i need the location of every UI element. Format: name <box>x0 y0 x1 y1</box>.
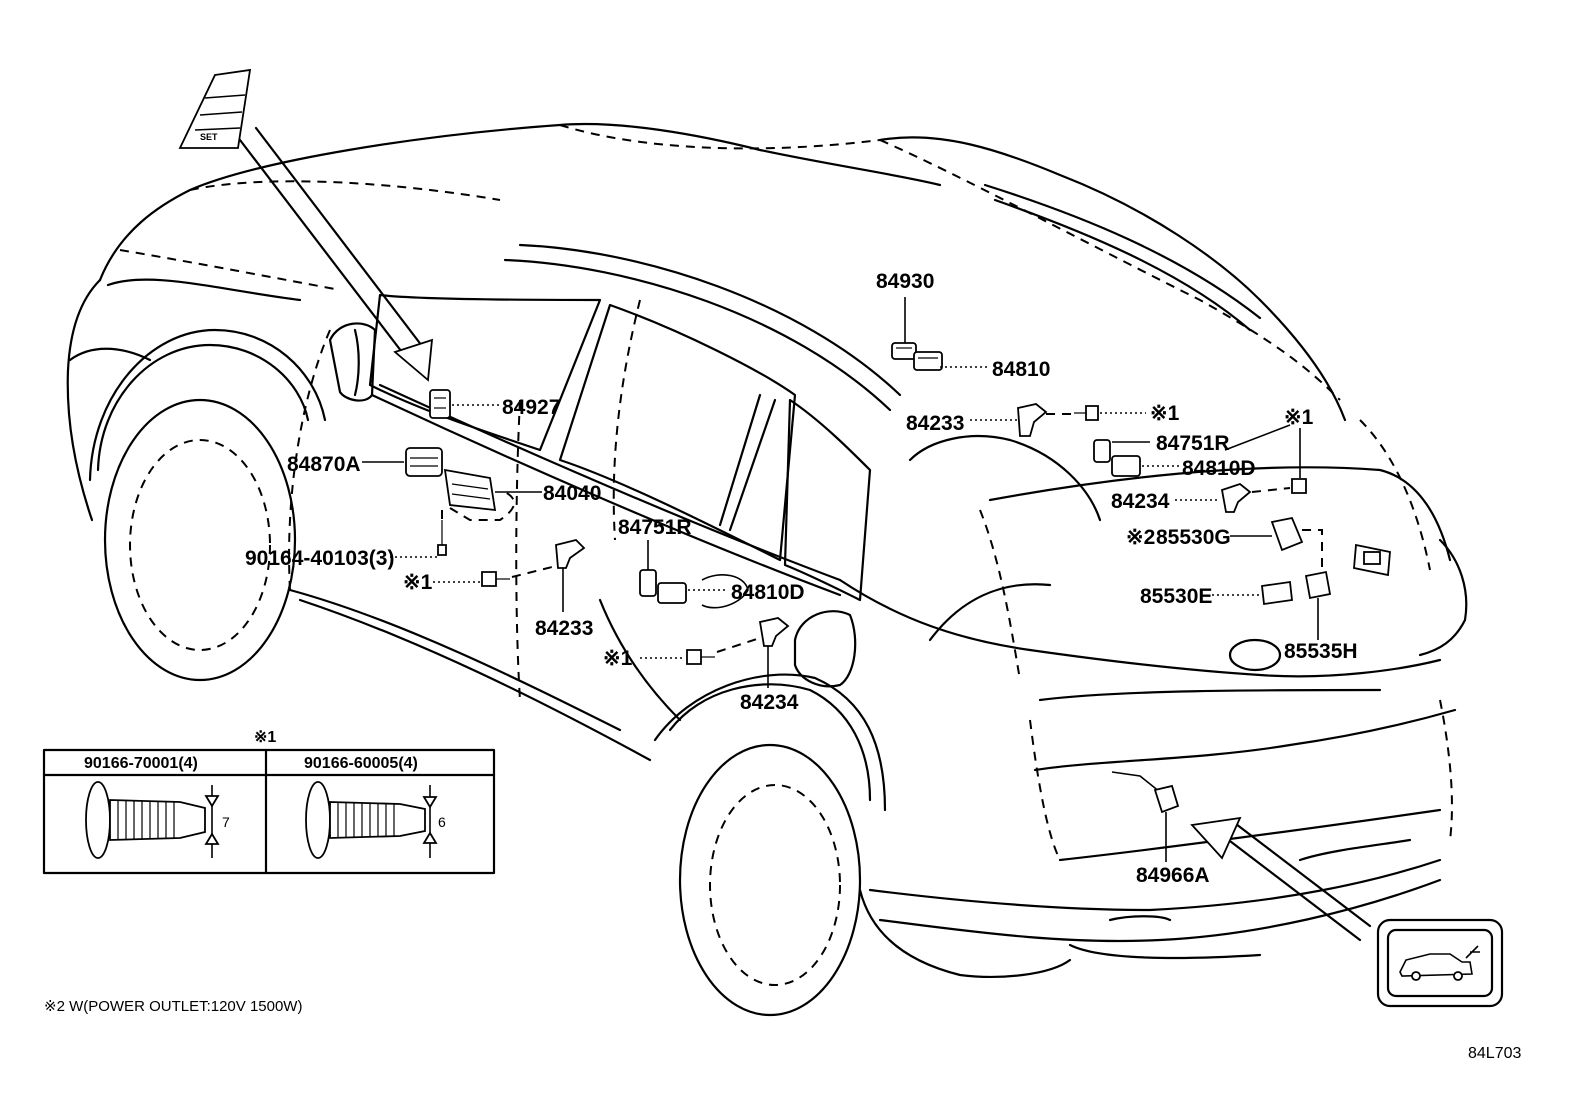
label-84870A: 84870A <box>287 453 361 476</box>
part-85530E-outlet-socket <box>1261 580 1293 606</box>
label-ref1-roof: ※1 <box>1150 402 1180 425</box>
label-ref1-front: ※1 <box>403 571 433 594</box>
bolt-90166-60005-drawing: 6 <box>305 781 446 859</box>
part-84233-roof <box>1017 403 1048 437</box>
part-bolt-rear <box>1291 478 1307 494</box>
vehicle-outline <box>66 122 1468 1017</box>
label-84930: 84930 <box>876 270 934 293</box>
part-84751R-rear-switch <box>1093 439 1111 463</box>
label-84810: 84810 <box>992 358 1050 381</box>
back-door-icon <box>1376 918 1504 1008</box>
footnote: ※2 W(POWER OUTLET:120V 1500W) <box>44 998 302 1015</box>
label-84966A: 84966A <box>1136 864 1210 887</box>
label-84810D-rear: 84810D <box>1182 457 1256 480</box>
part-84810D-rear-switch <box>1111 455 1141 477</box>
part-84810D-side-switch <box>657 574 749 609</box>
part-84751R-side-switch <box>639 569 657 597</box>
part-84966A-back-door-switch <box>1111 771 1180 814</box>
part-90164-screw <box>437 520 447 556</box>
pointer-arrow-front <box>238 126 434 382</box>
seat-memory-switch-icon: SET <box>178 68 252 149</box>
switch-set-label: SET <box>200 132 218 142</box>
part-85535H-outlet-cover <box>1304 570 1332 600</box>
inset-col1-header: 90166-70001(4) <box>84 755 198 772</box>
pointer-arrow-rear <box>1190 816 1372 942</box>
part-85530G-power-outlet <box>1270 516 1304 552</box>
label-85530E: 85530E <box>1140 585 1212 608</box>
label-84234-rear: 84234 <box>1111 490 1170 513</box>
inset-dim2: 6 <box>438 814 446 830</box>
bolt-90166-70001-drawing: 7 <box>85 781 230 859</box>
label-84234-side: 84234 <box>740 691 799 714</box>
part-84870A-switch <box>405 447 443 477</box>
label-84810D-side: 84810D <box>731 581 805 604</box>
outlet-bracket <box>1353 543 1391 577</box>
part-84927-switch <box>429 389 451 419</box>
bolt-spec-inset: ※1 90166-70001(4) 90166-60005(4) 7 6 <box>42 729 496 875</box>
label-90164: 90164-40103(3) <box>245 547 394 570</box>
diagram-id: 84L703 <box>1468 1045 1521 1062</box>
label-84233-side: 84233 <box>535 617 593 640</box>
inset-col2-header: 90166-60005(4) <box>304 755 418 772</box>
part-84810-switch <box>913 351 943 371</box>
part-84233-door-lock-striker-side <box>555 539 586 569</box>
part-84930-switch <box>891 342 917 360</box>
part-bolt-roof <box>1074 405 1099 421</box>
label-84233-roof: 84233 <box>906 412 964 435</box>
label-84751R-side: 84751R <box>618 516 692 539</box>
label-ref1-rear: ※1 <box>1284 406 1314 429</box>
inset-dim1: 7 <box>222 814 230 830</box>
part-84234-rear <box>1220 482 1252 513</box>
label-84927: 84927 <box>502 396 560 419</box>
label-ref1-lower: ※1 <box>603 647 633 670</box>
label-85530G: 85530G <box>1156 526 1231 549</box>
label-ref2: ※2 <box>1126 526 1155 549</box>
part-bolt-lower <box>686 649 715 665</box>
label-84040: 84040 <box>543 482 601 505</box>
part-84040-power-window-switch <box>443 468 515 521</box>
label-84751R-rear: 84751R <box>1156 432 1230 455</box>
label-85535H: 85535H <box>1284 640 1358 663</box>
part-bolt-front <box>481 571 510 587</box>
part-84234-side-switch <box>758 617 790 647</box>
inset-title: ※1 <box>254 729 276 746</box>
